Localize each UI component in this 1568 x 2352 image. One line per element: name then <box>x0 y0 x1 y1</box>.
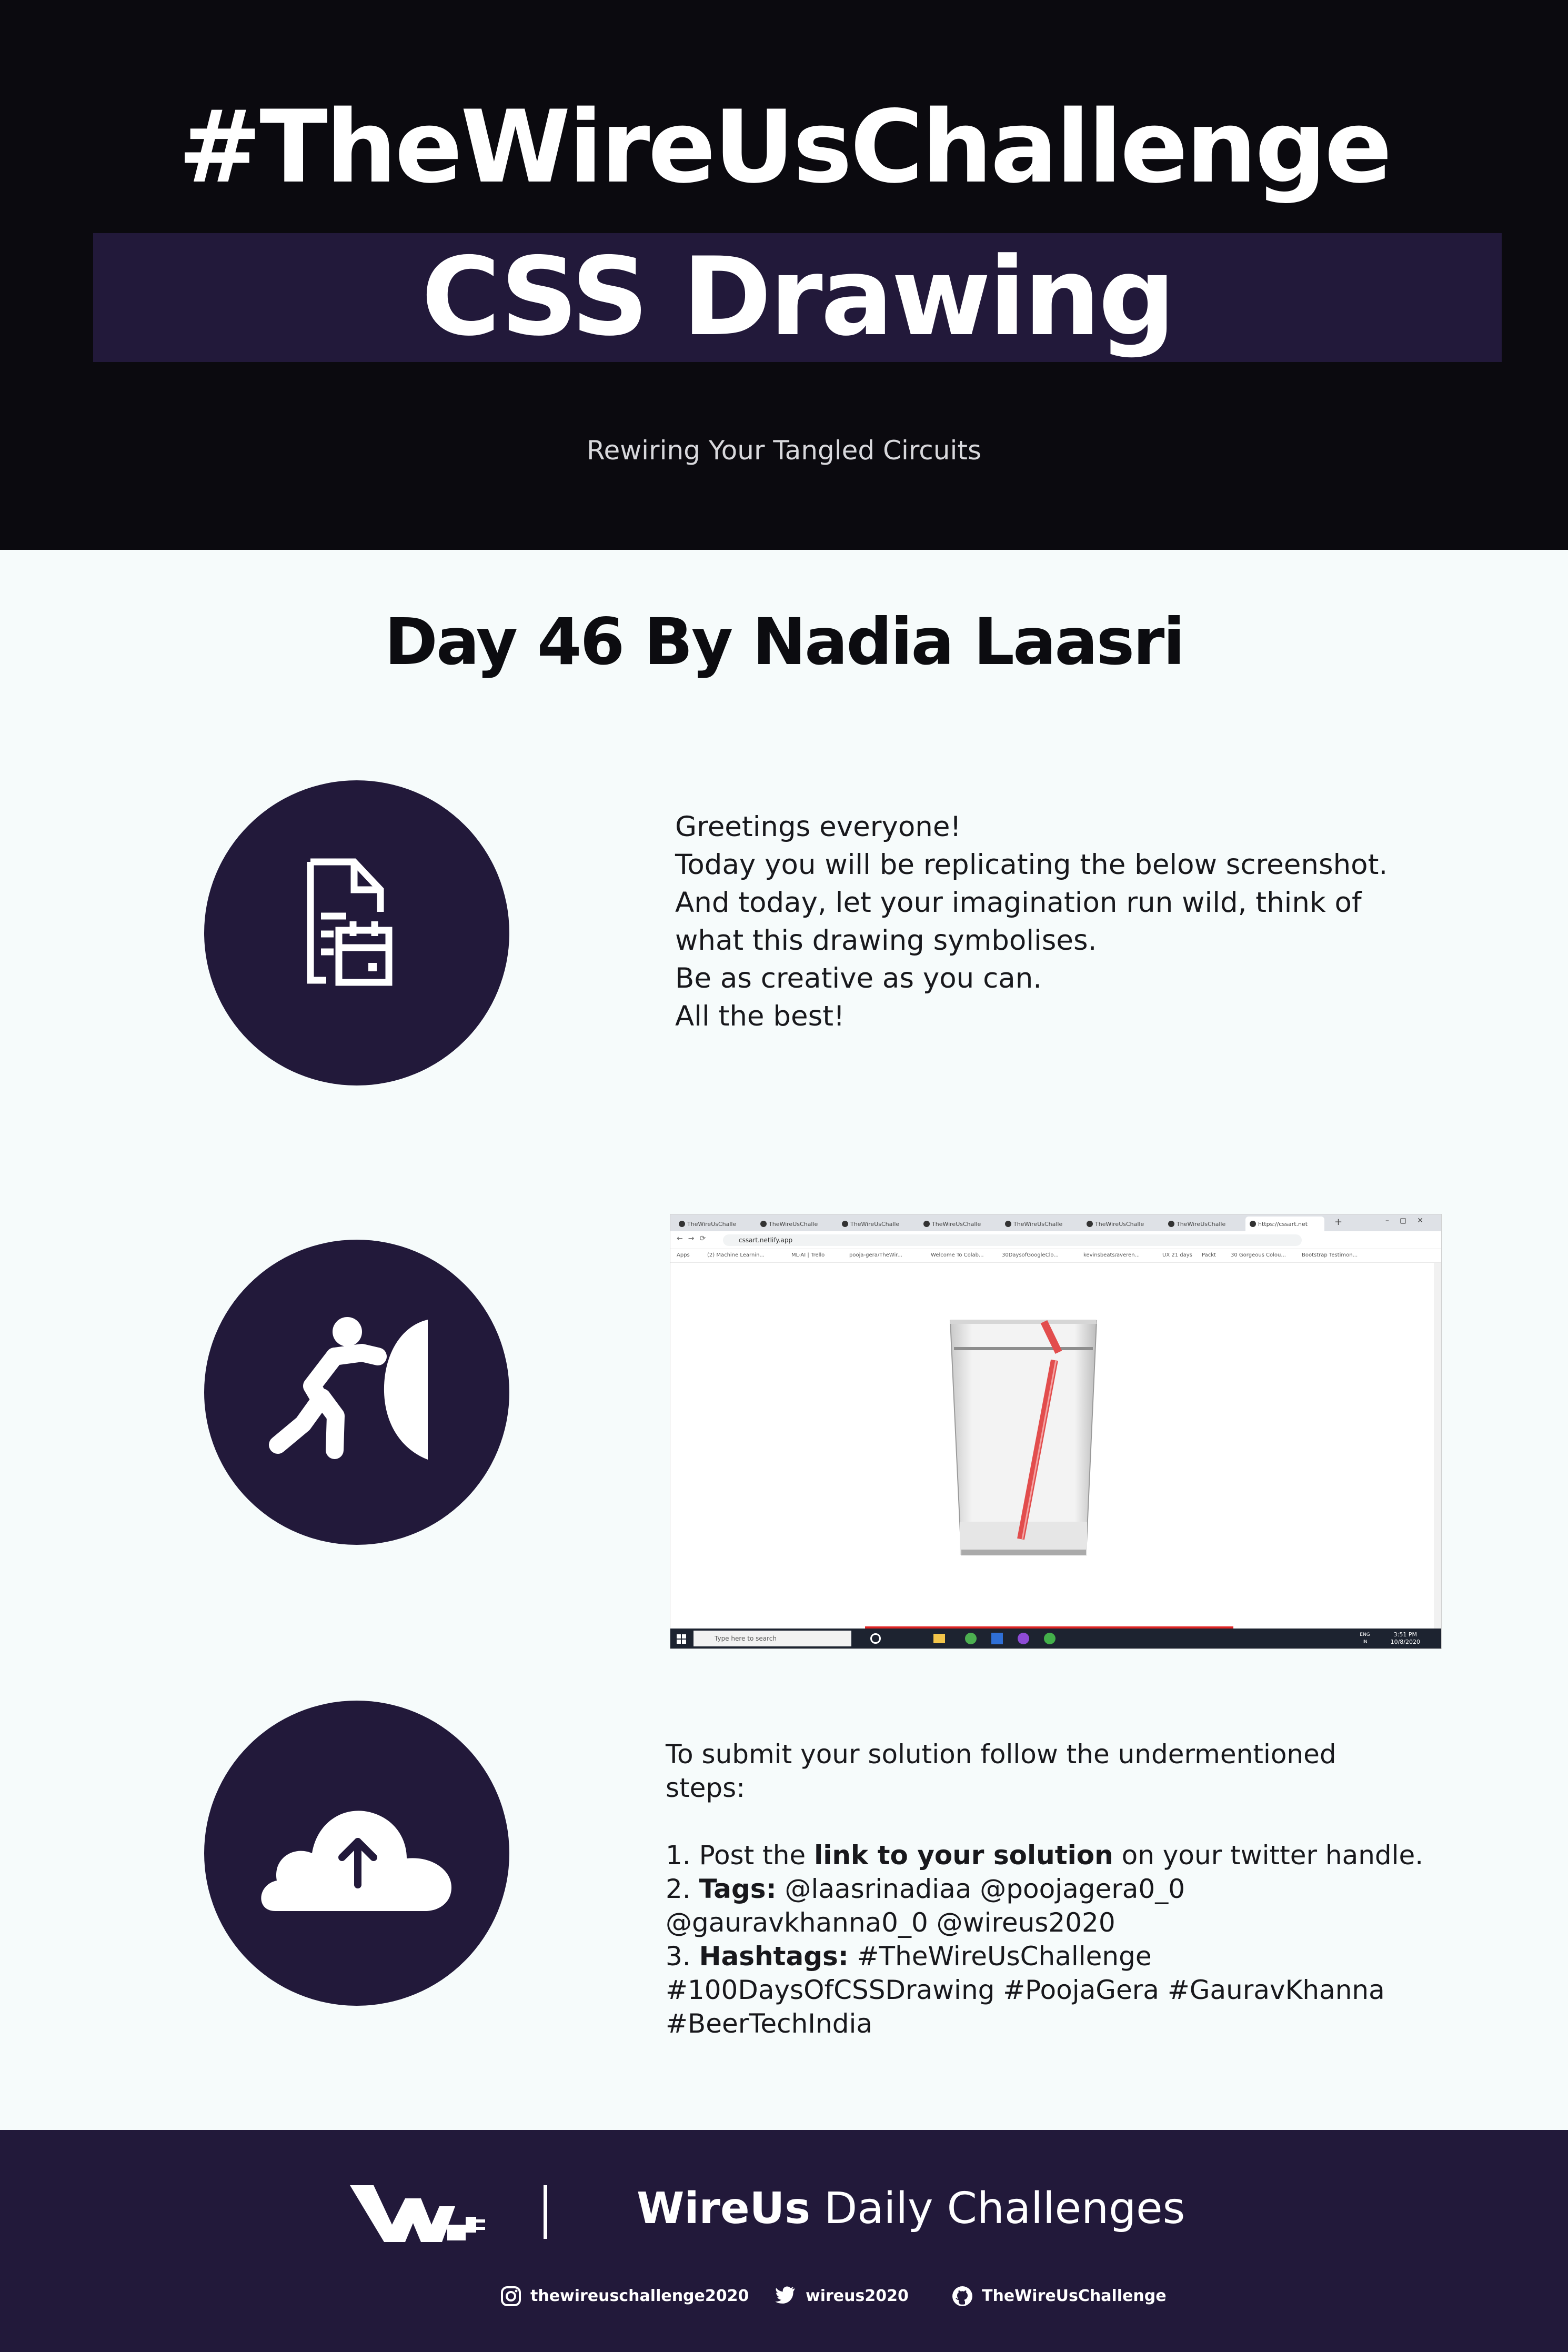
challenge-icon-circle <box>204 1240 509 1545</box>
bookmark[interactable]: (2) Machine Learnin... <box>707 1252 765 1258</box>
glass-drawing <box>949 1320 1098 1555</box>
cortana-icon[interactable] <box>870 1633 881 1644</box>
wireus-logo-icon <box>350 2185 485 2242</box>
instagram-handle: thewireuschallenge2020 <box>530 2287 749 2305</box>
taskbar-search-input[interactable]: Type here to search <box>693 1631 851 1646</box>
intro-line: Be as creative as you can. <box>675 962 1042 994</box>
window-controls-icon[interactable]: –▢✕ <box>1385 1217 1434 1225</box>
browser-tab-active[interactable]: https://cssart.net <box>1245 1217 1324 1231</box>
browser-tab[interactable]: TheWireUsChalle <box>1001 1217 1080 1231</box>
step-1-prefix: 1. Post the <box>666 1840 815 1871</box>
taskbar-clock[interactable]: 3:51 PM 10/8/2020 <box>1391 1631 1420 1646</box>
step-3-bold: Hashtags: <box>699 1941 849 1972</box>
step-1-suffix: on your twitter handle. <box>1113 1840 1424 1871</box>
step-2-prefix: 2. <box>666 1874 699 1904</box>
bookmark[interactable]: 30 Gorgeous Colou... <box>1231 1252 1286 1258</box>
submit-instructions: To submit your solution follow the under… <box>666 1737 1534 2041</box>
windows-start-icon[interactable] <box>677 1634 686 1644</box>
step-2-line2: @gauravkhanna0_0 @wireus2020 <box>666 1907 1115 1938</box>
step-2-bold: Tags: <box>699 1874 777 1904</box>
tagline: Rewiring Your Tangled Circuits <box>586 435 982 466</box>
spacer <box>666 1805 1534 1838</box>
person-pushing-wall-icon <box>269 1317 428 1460</box>
twitter-handle: wireus2020 <box>806 2287 909 2305</box>
url-input[interactable]: cssart.netlify.app <box>723 1234 1302 1246</box>
footer-divider <box>544 2185 547 2239</box>
subtitle-band: CSS Drawing <box>93 233 1502 362</box>
new-tab-icon[interactable]: + <box>1334 1217 1343 1228</box>
file-explorer-icon[interactable] <box>933 1634 945 1643</box>
footer: WireUs Daily Challenges thewireuschallen… <box>0 2130 1568 2352</box>
step-3-line3: #BeerTechIndia <box>666 2008 872 2039</box>
windows-taskbar: Type here to search ENG IN 3:51 PM 10/8/… <box>670 1629 1441 1649</box>
bookmark[interactable]: 30DaysofGoogleClo... <box>1002 1252 1059 1258</box>
day-title: Day 46 By Nadia Laasri <box>384 605 1185 679</box>
bookmark[interactable]: pooja-gera/TheWir... <box>849 1252 902 1258</box>
footer-brand: WireUs Daily Challenges <box>637 2183 1185 2235</box>
scrollbar[interactable] <box>1434 1263 1441 1629</box>
browser-tab[interactable]: TheWireUsChalle <box>1164 1217 1243 1231</box>
chrome-icon[interactable] <box>965 1633 977 1644</box>
step-3-prefix: 3. <box>666 1941 699 1972</box>
step-3-line2: #100DaysOfCSSDrawing #PoojaGera #GauravK… <box>666 1975 1385 2005</box>
instagram-icon <box>501 2286 521 2306</box>
brand-bold: WireUs <box>637 2184 811 2234</box>
nav-arrows-icon[interactable]: ←→⟳ <box>677 1234 711 1243</box>
step-2-rest: @laasrinadiaa @poojagera0_0 <box>776 1874 1185 1904</box>
challenge-subtitle: CSS Drawing <box>421 235 1176 360</box>
reference-screenshot: TheWireUsChalle TheWireUsChalle TheWireU… <box>670 1214 1442 1649</box>
language-indicator[interactable]: ENG IN <box>1360 1632 1370 1645</box>
clock-time: 3:51 PM <box>1393 1631 1417 1638</box>
browser-tab[interactable]: TheWireUsChalle <box>838 1217 917 1231</box>
header: #TheWireUsChallenge CSS Drawing Rewiring… <box>0 0 1568 550</box>
submit-intro-line: To submit your solution follow the under… <box>666 1739 1336 1770</box>
twitter-icon <box>775 2286 795 2304</box>
clock-date: 10/8/2020 <box>1390 1639 1420 1645</box>
browser-tab[interactable]: TheWireUsChalle <box>1082 1217 1161 1231</box>
github-icon <box>952 2286 972 2306</box>
submit-icon-circle <box>204 1701 509 2006</box>
bookmark[interactable]: Welcome To Colab... <box>931 1252 984 1258</box>
app-icon[interactable] <box>1018 1633 1029 1644</box>
address-bar: ←→⟳ cssart.netlify.app <box>670 1231 1441 1249</box>
browser-tab-bar: TheWireUsChalle TheWireUsChalle TheWireU… <box>670 1214 1441 1231</box>
browser-tab[interactable]: TheWireUsChalle <box>919 1217 998 1231</box>
step-3: 3. Hashtags: #TheWireUsChallenge <box>666 1939 1534 1973</box>
intro-line: And today, let your imagination run wild… <box>675 887 1362 919</box>
bookmark[interactable]: Bootstrap Testimon... <box>1302 1252 1358 1258</box>
bookmark[interactable]: Apps <box>677 1252 690 1258</box>
app-icon[interactable] <box>1044 1633 1056 1644</box>
browser-tab[interactable]: TheWireUsChalle <box>675 1217 753 1231</box>
step-2: 2. Tags: @laasrinadiaa @poojagera0_0 <box>666 1872 1534 1906</box>
step-1: 1. Post the link to your solution on you… <box>666 1838 1534 1872</box>
intro-line: Greetings everyone! <box>675 811 961 843</box>
bookmarks-bar: Apps (2) Machine Learnin... ML-AI | Trel… <box>670 1249 1441 1263</box>
brand-rest: Daily Challenges <box>810 2184 1185 2234</box>
intro-text: Greetings everyone! Today you will be re… <box>675 808 1517 1036</box>
step-1-bold: link to your solution <box>814 1840 1113 1871</box>
intro-line: Today you will be replicating the below … <box>675 849 1388 881</box>
bookmark[interactable]: kevinsbeats/averen... <box>1083 1252 1140 1258</box>
bookmark[interactable]: ML-AI | Trello <box>791 1252 825 1258</box>
step-3-rest: #TheWireUsChallenge <box>848 1941 1152 1972</box>
github-handle: TheWireUsChallenge <box>982 2287 1167 2305</box>
bookmark[interactable]: Packt <box>1202 1252 1216 1258</box>
intro-line: All the best! <box>675 1000 845 1032</box>
red-line <box>865 1626 1233 1629</box>
challenge-title: #TheWireUsChallenge <box>178 89 1392 205</box>
intro-icon-circle <box>204 780 509 1085</box>
app-icon[interactable] <box>991 1633 1003 1644</box>
document-calendar-icon <box>307 858 393 986</box>
cloud-upload-icon <box>261 1811 451 1911</box>
intro-line: what this drawing symbolises. <box>675 924 1097 957</box>
submit-intro-line: steps: <box>666 1773 746 1803</box>
browser-tab[interactable]: TheWireUsChalle <box>756 1217 835 1231</box>
bookmark[interactable]: UX 21 days <box>1162 1252 1192 1258</box>
